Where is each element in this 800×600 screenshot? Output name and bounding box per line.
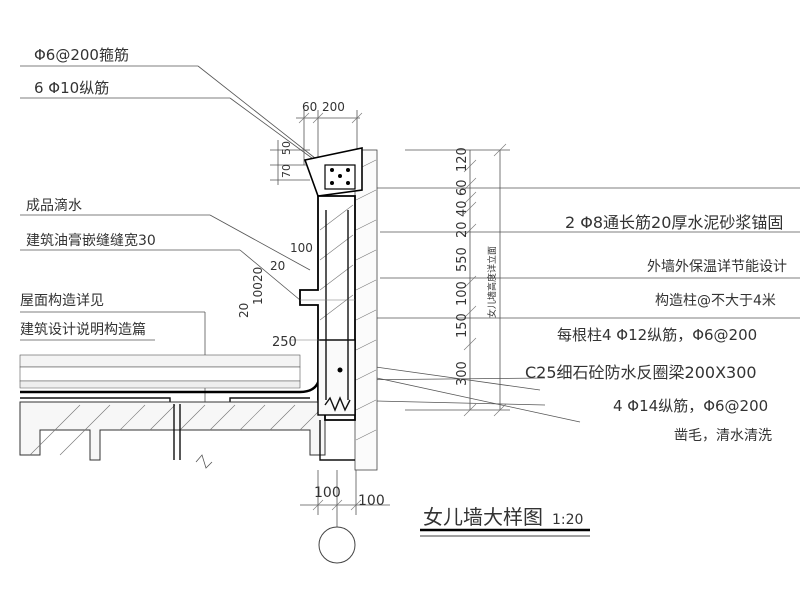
dim-v-40: 40 [455, 200, 470, 217]
note-drip: 成品滴水 [26, 197, 82, 214]
dim-inner-250: 250 [272, 335, 297, 350]
dim-v-120: 120 [455, 147, 470, 172]
dim-inner-20a: 20 [270, 259, 285, 273]
note-stirrups: Φ6@200箍筋 [34, 46, 129, 64]
dim-v-150: 150 [455, 313, 470, 338]
note-roof-ref-2: 建筑设计说明构造篇 [20, 322, 146, 338]
dim-inner-20c: 20 [237, 303, 251, 318]
dim-top-left-70: 70 [280, 164, 293, 178]
vertical-dimension-chain [405, 143, 510, 417]
dim-inner-20b: 20 [251, 267, 265, 282]
note-roof-ref-1: 屋面构造详见 [20, 293, 104, 309]
note-right-7: 凿毛，清水清洗 [674, 428, 772, 444]
dim-inner-100b: 100 [251, 282, 265, 305]
note-right-2: 外墙外保温详节能设计 [647, 259, 787, 275]
left-leader-lines [20, 65, 336, 410]
dim-v-100: 100 [455, 281, 470, 306]
drawing-scale: 1:20 [552, 512, 583, 528]
dim-v-60: 60 [455, 179, 470, 196]
dim-top-60: 60 [302, 100, 317, 114]
roof-layers [19, 354, 326, 469]
note-sealant: 建筑油膏嵌缝缝宽30 [26, 232, 156, 249]
note-right-6: 4 Φ14纵筋，Φ6@200 [613, 397, 768, 415]
note-right-4: 每根柱4 Φ12纵筋，Φ6@200 [557, 326, 757, 344]
dim-top-200: 200 [322, 100, 345, 114]
dim-bottom-100a: 100 [314, 485, 341, 501]
dim-top-left-50: 50 [280, 141, 293, 155]
note-right-1: 2 Φ8通长筋20厚水泥砂浆锚固 [565, 213, 783, 232]
dim-v-300: 300 [455, 361, 470, 386]
parapet-wall [290, 147, 378, 471]
dim-bottom-100b: 100 [358, 493, 385, 509]
bottom-dimensions [300, 470, 390, 564]
drawing-title: 女儿墙大样图 [423, 505, 543, 529]
note-right-3: 构造柱@不大于4米 [655, 293, 776, 309]
dim-v-20: 20 [455, 221, 470, 238]
note-right-5: C25细石砼防水反圈梁200X300 [525, 363, 757, 382]
right-leader-lines [334, 187, 800, 423]
note-long-bars: 6 Φ10纵筋 [34, 79, 109, 97]
dim-inner-100: 100 [290, 241, 313, 255]
dim-vertical-label: 女儿墙高度详立面 [486, 246, 498, 318]
dim-v-550: 550 [455, 247, 470, 272]
